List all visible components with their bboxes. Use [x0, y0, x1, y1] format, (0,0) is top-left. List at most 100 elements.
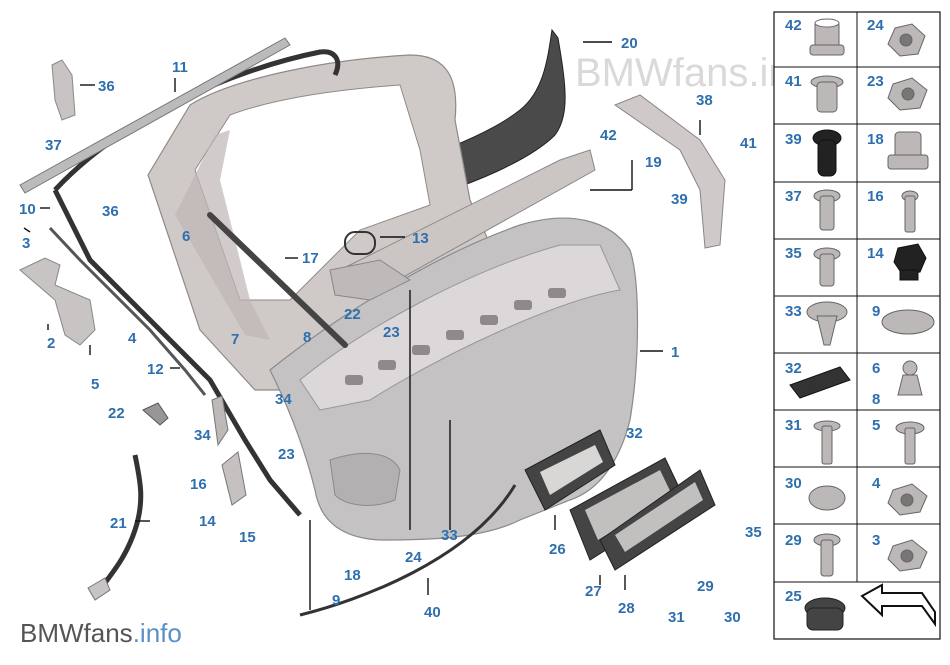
bolt-16-icon	[901, 190, 919, 233]
grid-label-30[interactable]: 30	[785, 475, 802, 492]
grid-label-31[interactable]: 31	[785, 417, 802, 434]
upper-trim-strip-part	[19, 37, 291, 194]
callout-22[interactable]: 22	[344, 306, 361, 323]
rubber-plug-icon	[812, 129, 842, 177]
callout-3[interactable]: 3	[22, 235, 30, 252]
cap-30-icon	[808, 485, 846, 511]
plate-frame-28-part	[599, 469, 716, 571]
grid-label-29[interactable]: 29	[785, 532, 802, 549]
grid-label-41[interactable]: 41	[785, 73, 802, 90]
grid-label-37[interactable]: 37	[785, 188, 802, 205]
callout-19[interactable]: 19	[645, 154, 662, 171]
callout-20[interactable]: 20	[621, 35, 638, 52]
callout-31[interactable]: 31	[668, 609, 685, 626]
callout-15[interactable]: 15	[239, 529, 256, 546]
brand-suffix-text: .info	[133, 618, 182, 648]
callout-34[interactable]: 34	[275, 391, 292, 408]
screw-35-icon	[813, 247, 841, 287]
svg-text:BMWfans.info: BMWfans.info	[20, 618, 182, 648]
callout-41[interactable]: 41	[740, 135, 757, 152]
callout-22[interactable]: 22	[108, 405, 125, 422]
callout-28[interactable]: 28	[618, 600, 635, 617]
callout-5[interactable]: 5	[91, 376, 99, 393]
bracket-16-part	[221, 451, 247, 506]
nut-3-icon	[887, 539, 928, 572]
fastener-icons	[789, 18, 936, 631]
grid-label-18[interactable]: 18	[867, 131, 884, 148]
threaded-insert-icon	[809, 18, 845, 56]
callout-23[interactable]: 23	[278, 446, 295, 463]
grid-label-6[interactable]: 6	[872, 360, 880, 377]
flange-nut-icon	[887, 77, 928, 111]
callout-36[interactable]: 36	[98, 78, 115, 95]
callout-35[interactable]: 35	[745, 524, 762, 541]
hinge-part	[19, 257, 96, 346]
side-bracket-part	[613, 94, 726, 249]
callout-42[interactable]: 42	[600, 127, 617, 144]
round-cap-icon	[881, 309, 935, 335]
foam-pad-icon	[789, 366, 851, 399]
callout-6[interactable]: 6	[182, 228, 190, 245]
callout-10[interactable]: 10	[19, 201, 36, 218]
callout-33[interactable]: 33	[441, 527, 458, 544]
tailgate-window-opening	[194, 84, 431, 301]
grid-label-8[interactable]: 8	[872, 391, 880, 408]
cable-harness-part	[97, 454, 144, 592]
bolt-29-icon	[813, 533, 841, 577]
callout-32[interactable]: 32	[626, 425, 643, 442]
callout-30[interactable]: 30	[724, 609, 741, 626]
grid-label-16[interactable]: 16	[867, 188, 884, 205]
callout-27[interactable]: 27	[585, 583, 602, 600]
callout-9[interactable]: 9	[332, 592, 340, 609]
callout-26[interactable]: 26	[549, 541, 566, 558]
grid-label-25[interactable]: 25	[785, 588, 802, 605]
callout-34[interactable]: 34	[194, 427, 211, 444]
black-nut-icon	[893, 243, 927, 281]
callout-39[interactable]: 39	[671, 191, 688, 208]
callout-11[interactable]: 11	[172, 59, 188, 76]
callout-16[interactable]: 16	[190, 476, 207, 493]
parts-grid: 42 24 41 23 39 18 37 16 35 14 33 9 32 6 …	[773, 11, 941, 640]
brand-logo: BMWfans.info	[20, 618, 182, 648]
callout-18[interactable]: 18	[344, 567, 361, 584]
callout-29[interactable]: 29	[697, 578, 714, 595]
callout-12[interactable]: 12	[147, 361, 164, 378]
callout-38[interactable]: 38	[696, 92, 713, 109]
tailgate-window-inner	[175, 130, 270, 340]
tailgate-exploded-view	[19, 28, 726, 617]
callout-23[interactable]: 23	[383, 324, 400, 341]
grid-label-14[interactable]: 14	[867, 245, 884, 262]
callout-2[interactable]: 2	[47, 335, 55, 352]
grid-label-33[interactable]: 33	[785, 303, 802, 320]
bracket-36-part	[51, 59, 76, 121]
grid-label-39[interactable]: 39	[785, 131, 802, 148]
callout-4[interactable]: 4	[128, 330, 137, 347]
callout-17[interactable]: 17	[302, 250, 319, 267]
bolt-31-icon	[813, 420, 841, 465]
callout-37[interactable]: 37	[45, 137, 62, 154]
grid-label-9[interactable]: 9	[872, 303, 880, 320]
callout-24[interactable]: 24	[405, 549, 422, 566]
grid-label-3[interactable]: 3	[872, 532, 880, 549]
grid-label-4[interactable]: 4	[872, 475, 881, 492]
grid-label-23[interactable]: 23	[867, 73, 884, 90]
callout-21[interactable]: 21	[110, 515, 127, 532]
grid-label-35[interactable]: 35	[785, 245, 802, 262]
bracket-34-part	[211, 395, 229, 447]
hex-nut-icon	[887, 23, 926, 57]
grid-label-24[interactable]: 24	[867, 17, 884, 34]
callout-14[interactable]: 14	[199, 513, 216, 530]
callout-1[interactable]: 1	[671, 344, 679, 361]
callout-13[interactable]: 13	[412, 230, 429, 247]
grid-label-42[interactable]: 42	[785, 17, 802, 34]
grid-label-32[interactable]: 32	[785, 360, 802, 377]
reference-arrow-icon	[860, 583, 936, 628]
callout-40[interactable]: 40	[424, 604, 441, 621]
callout-8[interactable]: 8	[303, 329, 311, 346]
license-plate-recess	[329, 452, 401, 506]
callout-7[interactable]: 7	[231, 331, 239, 348]
callout-36[interactable]: 36	[102, 203, 119, 220]
screw-37-icon	[813, 189, 841, 231]
grid-label-5[interactable]: 5	[872, 417, 880, 434]
